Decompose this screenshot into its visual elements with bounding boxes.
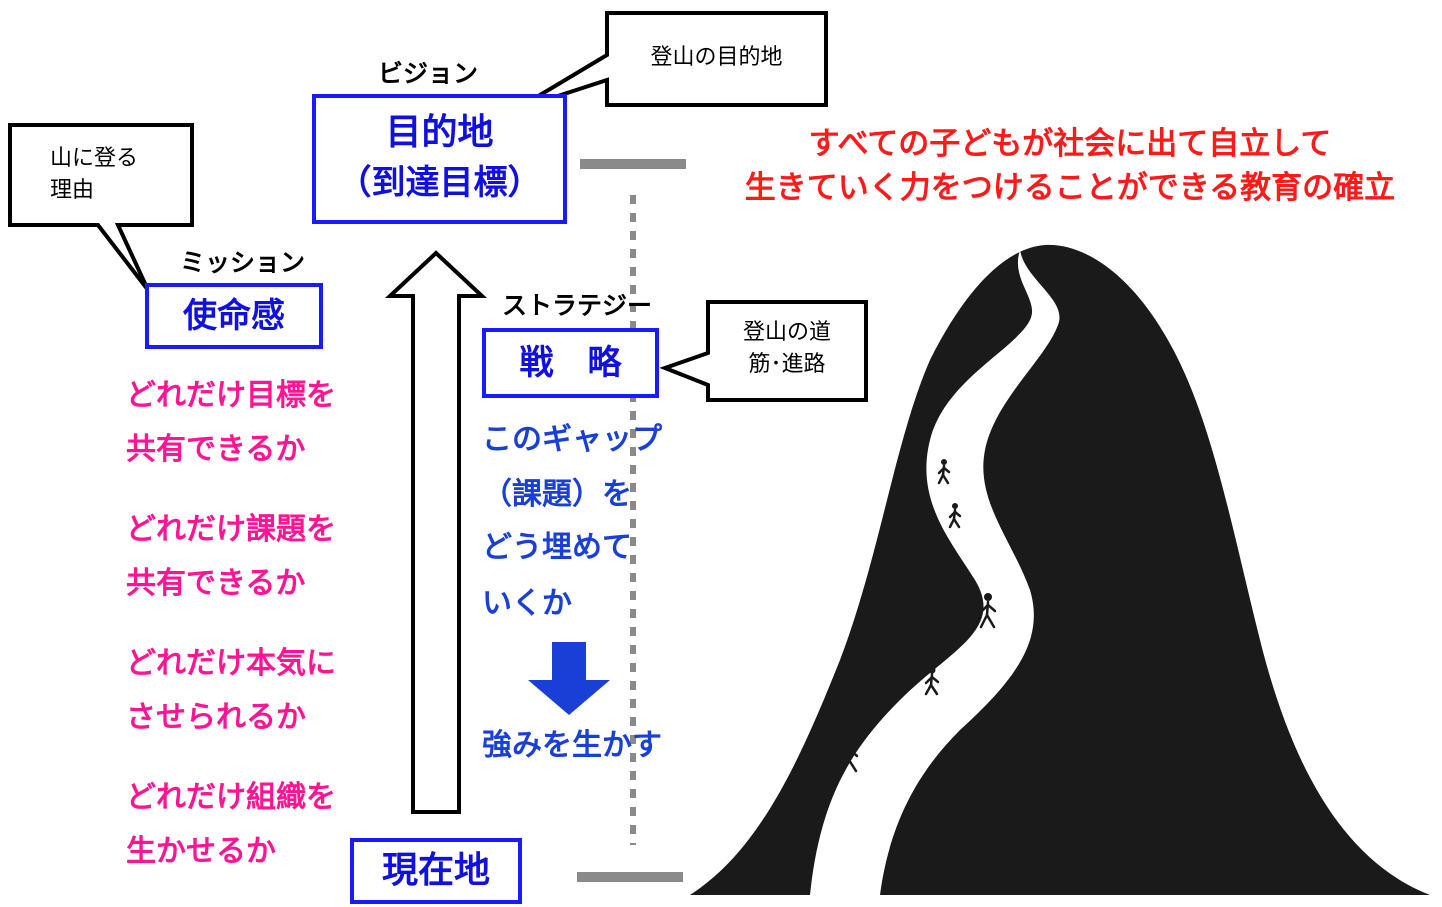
goal-text: すべての子どもが社会に出て自立して 生きていく力をつけることができる教育の確立	[700, 122, 1440, 210]
callout-bubble-route	[659, 300, 868, 402]
strategy-text-line: いくか	[482, 586, 572, 621]
callout-reason-text: 山に登る 理由	[50, 146, 139, 203]
destination-title: 目的地	[385, 112, 494, 153]
mission-point-line: 共有できるか	[126, 566, 306, 601]
mission-point-line: どれだけ本気に	[126, 646, 336, 681]
mission-point-line: どれだけ目標を	[126, 378, 336, 413]
strategy-label: ストラテジー	[502, 291, 653, 320]
destination-box: 目的地 （到達目標）	[312, 94, 567, 224]
goal-text-line: 生きていく力をつけることができる教育の確立	[744, 170, 1396, 206]
mission-label: ミッション	[180, 248, 306, 277]
mission-point-line: させられるか	[126, 700, 306, 735]
current-location-box: 現在地	[350, 838, 522, 904]
strategy-text-line: このギャップ	[482, 422, 662, 457]
mountain-trail	[810, 250, 1060, 895]
mission-points: どれだけ目標を 共有できるか どれだけ課題を 共有できるか どれだけ本気に させ…	[126, 376, 336, 872]
callout-route-text: 登山の道 筋･進路	[742, 320, 831, 377]
mission-point-line: 共有できるか	[126, 432, 306, 467]
mission-point-line: どれだけ課題を	[126, 512, 336, 547]
strength-text: 強みを生かす	[482, 728, 662, 763]
callout-bubble-destination	[513, 11, 828, 112]
callout-bubble-reason	[8, 123, 194, 292]
walking-person-icon	[841, 459, 997, 773]
strategy-text-line: （課題）を	[482, 477, 632, 512]
vision-label: ビジョン	[378, 59, 479, 88]
callout-destination-text: 登山の目的地	[650, 45, 783, 70]
mission-point-line: 生かせるか	[126, 834, 276, 869]
goal-marker-line	[580, 159, 686, 169]
up-arrow-icon	[384, 250, 488, 814]
current-marker-line	[577, 872, 683, 882]
strategy-box: 戦 略	[482, 328, 659, 398]
down-arrow-icon	[528, 642, 610, 715]
strategy-text-line: どう埋めて	[482, 530, 632, 565]
mission-point-line: どれだけ組織を	[126, 780, 336, 815]
mission-box: 使命感	[145, 283, 323, 349]
strategy-explanation: このギャップ （課題）を どう埋めて いくか	[482, 410, 662, 632]
goal-text-line: すべての子どもが社会に出て自立して	[808, 126, 1332, 162]
destination-subtitle: （到達目標）	[337, 163, 542, 203]
